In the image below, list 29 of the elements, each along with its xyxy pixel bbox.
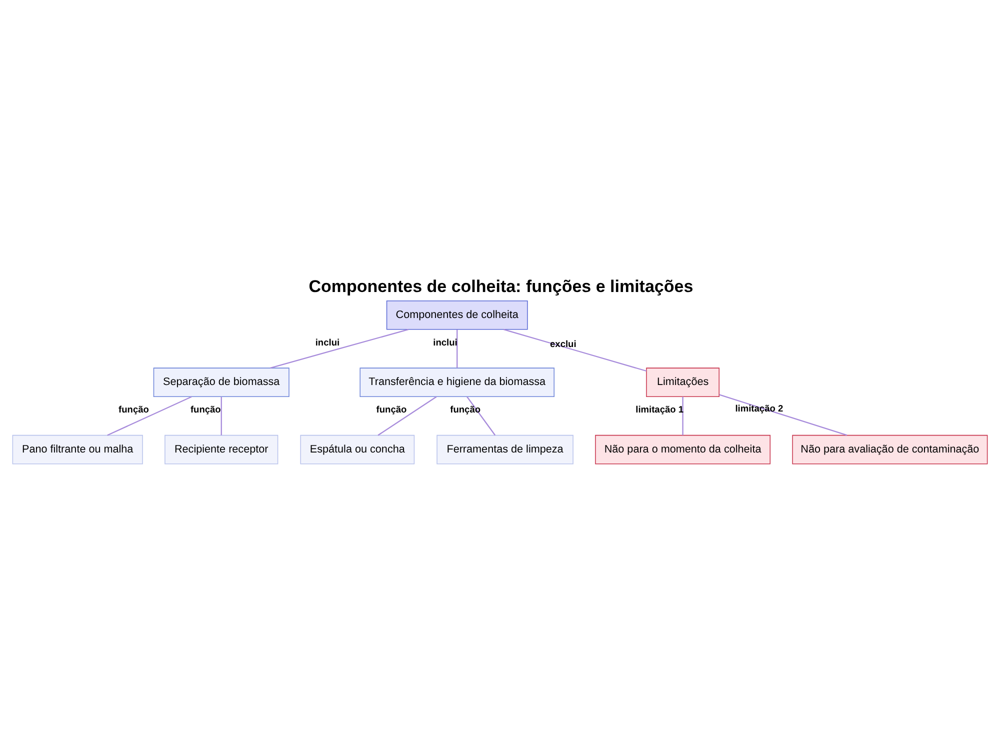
connector xyxy=(270,328,409,368)
connector xyxy=(378,396,437,436)
edge-label: função xyxy=(376,404,407,414)
node-box: Pano filtrante ou malha xyxy=(12,434,143,464)
connector xyxy=(503,328,647,372)
diagram-title: Componentes de colheita: funções e limitações xyxy=(308,276,694,296)
node-box: Recipiente receptor xyxy=(164,434,278,464)
edge-label: função xyxy=(118,404,149,414)
node-box: Separação de biomassa xyxy=(153,367,290,397)
edge-label: limitação 1 xyxy=(636,404,684,414)
edge-label: inclui xyxy=(315,336,340,347)
connector xyxy=(220,396,222,435)
node-box: Não para avaliação de contaminação xyxy=(792,434,988,464)
node-box: Espátula ou concha xyxy=(300,434,415,464)
node-box: Limitações xyxy=(646,367,720,397)
node-box: Não para o momento da colheita xyxy=(595,434,771,464)
connector xyxy=(682,396,684,435)
node-box: Componentes de colheita xyxy=(386,300,528,330)
edge-label: exclui xyxy=(550,338,576,349)
connector xyxy=(466,396,496,436)
edge-label: inclui xyxy=(433,336,458,347)
connector xyxy=(107,396,192,436)
node-box: Transferência e higiene da biomassa xyxy=(360,367,554,397)
edge-label: função xyxy=(450,404,481,414)
node-box: Ferramentas de limpeza xyxy=(436,434,574,464)
edge-label: limitação 2 xyxy=(735,402,784,413)
connector xyxy=(456,329,458,368)
edge-label: função xyxy=(190,404,221,414)
connector xyxy=(719,394,848,436)
